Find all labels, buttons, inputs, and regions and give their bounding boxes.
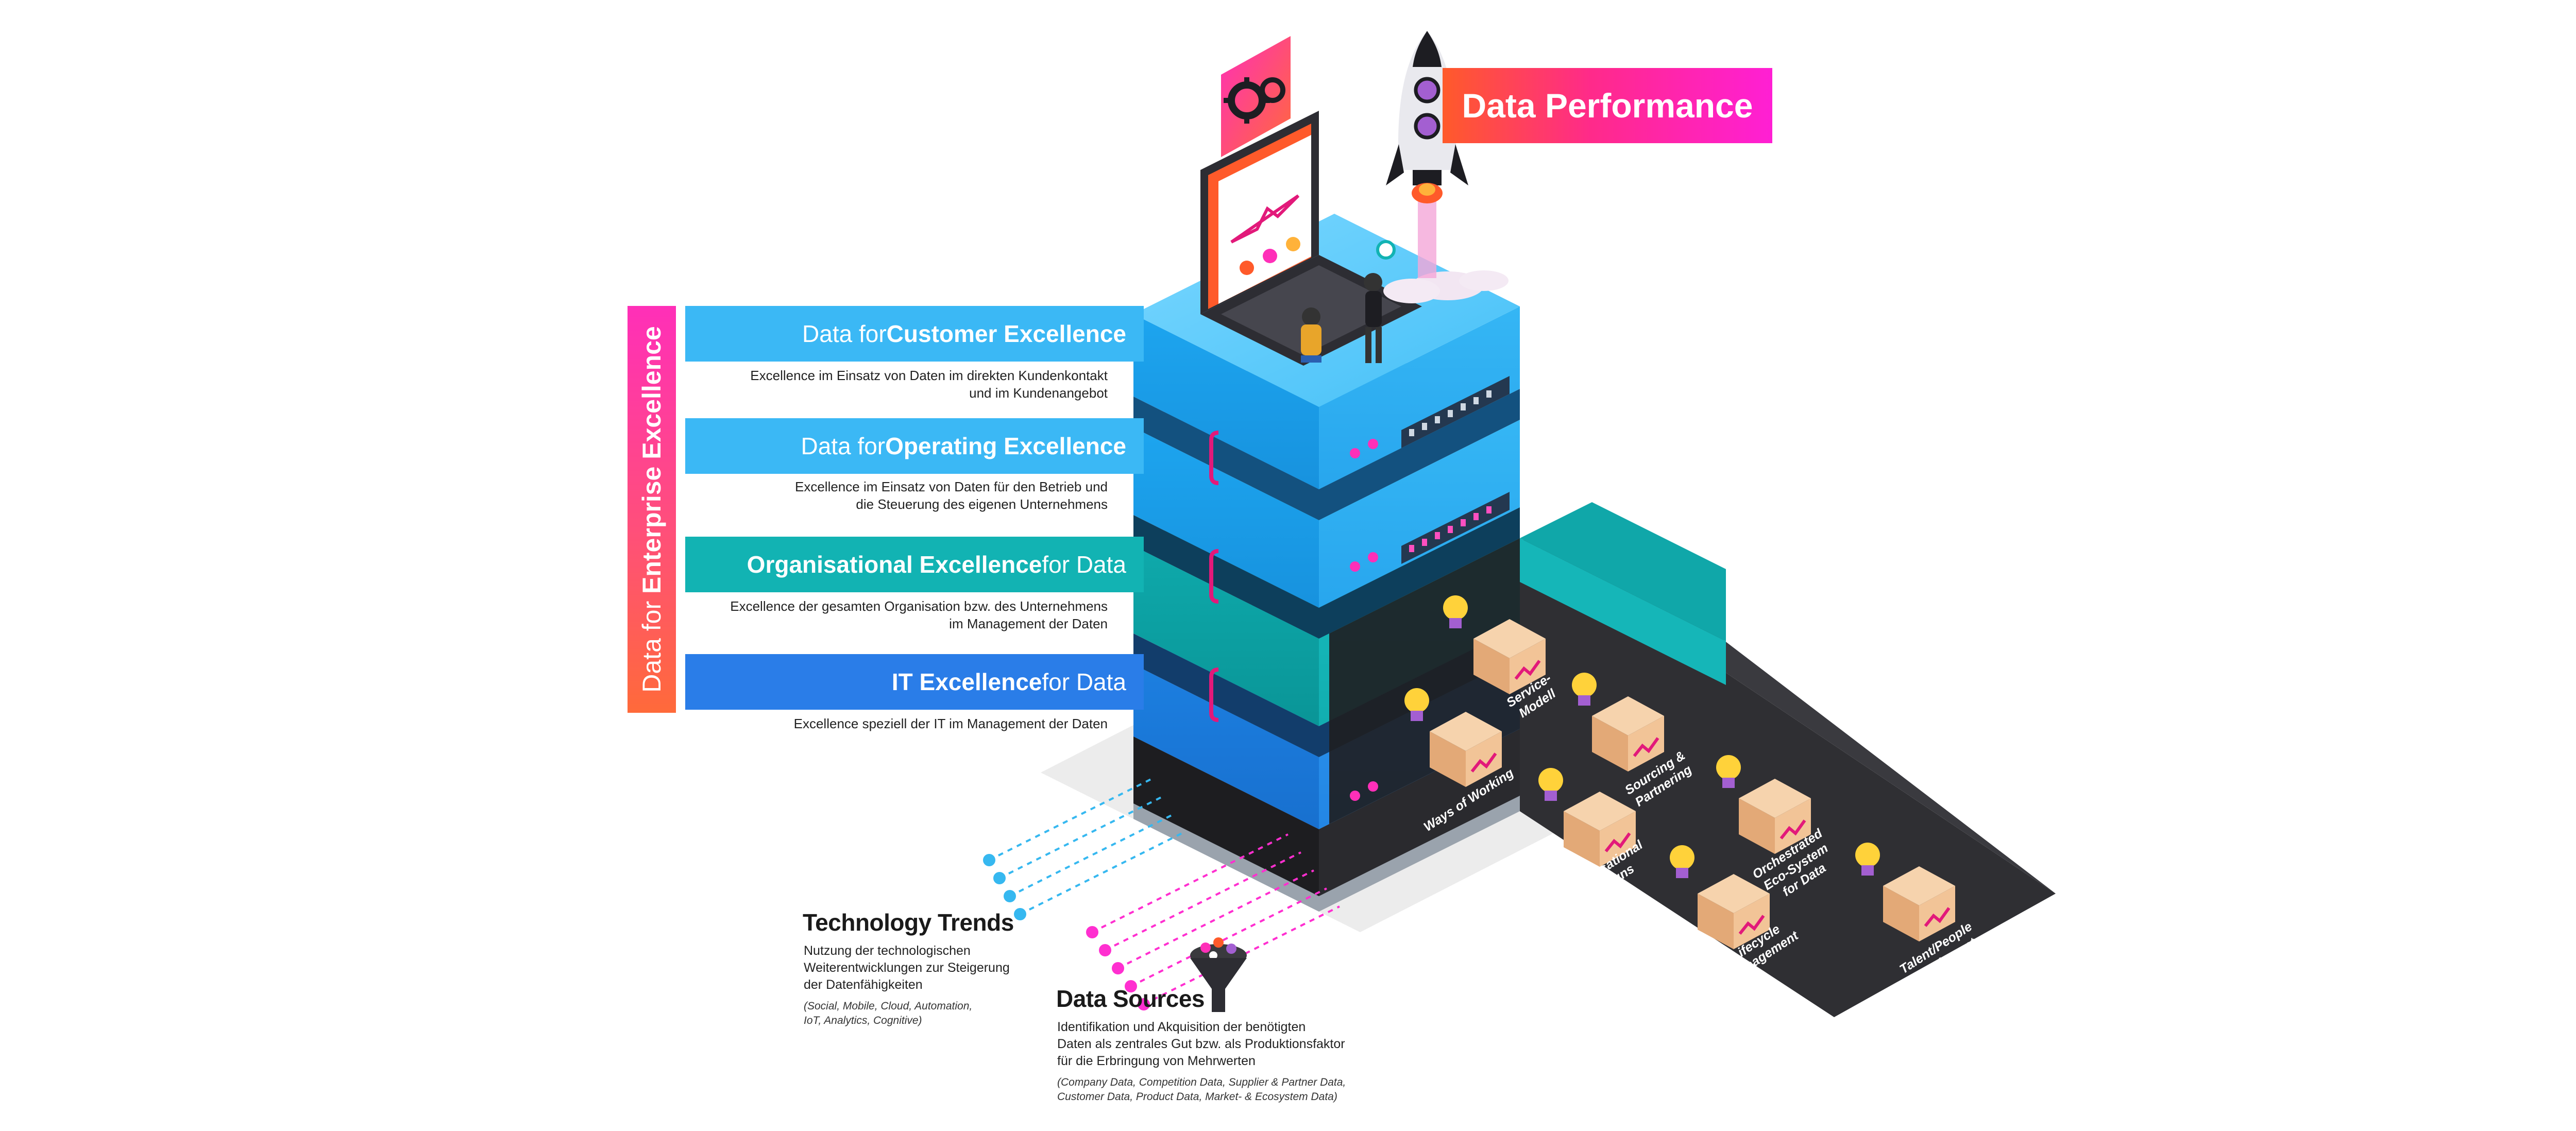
box-icon [1883, 866, 1955, 941]
box-icon [1592, 696, 1664, 772]
data-sources-title: Data Sources [1056, 985, 1205, 1012]
layer-bar-operating: Data for Operating Excellence [685, 418, 1144, 474]
lightbulb-icon [1572, 673, 1597, 706]
lightbulb-icon [1855, 843, 1880, 876]
lightbulb-icon [1670, 845, 1694, 878]
lightbulb-icon [1716, 755, 1741, 788]
box-icon [1564, 792, 1636, 867]
lightbulb-icon [1538, 768, 1563, 801]
person-icon [1364, 273, 1382, 363]
box-icon [1430, 712, 1502, 787]
technology-trends-title: Technology Trends [803, 909, 1014, 936]
lightbulb-icon [1443, 595, 1468, 628]
layer-bar-customer: Data for Customer Excellence [685, 306, 1144, 362]
gear-icon [1221, 36, 1291, 157]
data-sources-note: (Company Data, Competition Data, Supplie… [1057, 1076, 1346, 1103]
side-label-bold: Enterprise Excellence [637, 326, 666, 594]
data-performance-badge: Data Performance [1443, 68, 1772, 143]
person-icon [1301, 307, 1321, 363]
layer-bar-it: IT Excellence for Data [685, 654, 1144, 710]
side-label-enterprise-excellence: Data for Enterprise Excellence [628, 306, 676, 713]
handle-icon [1209, 431, 1219, 722]
box-icon [1698, 874, 1770, 949]
layer-desc-customer: Excellence im Einsatz von Daten im direk… [750, 368, 1108, 401]
layer-desc-operating: Excellence im Einsatz von Daten für den … [794, 479, 1108, 512]
layer-desc-organisational: Excellence der gesamten Organisation bzw… [730, 598, 1108, 631]
layer-desc-it: Excellence speziell der IT im Management… [793, 716, 1108, 731]
rocket-icon [1383, 31, 1509, 303]
box-icon [1739, 779, 1811, 854]
box-icon [1473, 619, 1546, 694]
technology-trends-desc: Nutzung der technologischen Weiterentwic… [804, 944, 1010, 992]
funnel-icon [1190, 937, 1247, 1012]
data-sources-desc: Identifikation und Akquisition der benöt… [1057, 1020, 1345, 1068]
lightbulb-icon [1404, 688, 1429, 721]
technology-trends-note: (Social, Mobile, Cloud, Automation, IoT,… [804, 1000, 973, 1026]
layer-bar-organisational: Organisational Excellence for Data [685, 537, 1144, 592]
side-label-prefix: Data for [637, 593, 666, 693]
